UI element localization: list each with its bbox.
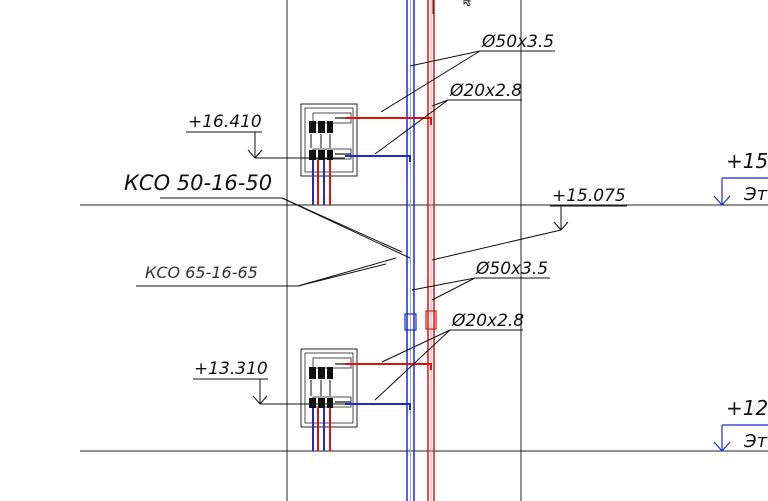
wall-lines [80,0,768,501]
mouse-cursor-icon [463,0,472,7]
label-pipe-mid-2: Ø20x2.8 [451,311,524,331]
label-elev-floor: +15.075 [552,186,626,206]
elevation-mark-floor [431,205,627,261]
elevation-mark-upper [186,131,345,159]
label-elev-upper: +16.410 [188,112,262,132]
level-marker-top [713,177,768,206]
leader-kso-secondary [136,257,397,287]
riser-return [404,0,417,501]
cabinet-upper [300,103,358,205]
branches-upper [345,117,432,162]
label-edge-elev-top: +15, [726,149,768,173]
label-kso-secondary: КСО 65-16-65 [145,263,258,282]
label-pipe-mid-1: Ø50x3.5 [475,259,548,279]
elevation-mark-lower [193,378,345,405]
branches-lower [345,363,432,410]
label-edge-floor-top: Эт [743,184,768,205]
leader-kso-main [160,197,411,259]
label-pipe-top-1: Ø50x3.5 [481,32,554,52]
leader-pipe-top [374,50,555,155]
leader-pipe-mid [374,277,550,401]
label-elev-lower: +13.310 [194,359,268,379]
level-marker-bottom [713,424,768,452]
label-kso-main: КСО 50-16-50 [124,171,272,195]
riser-supply [425,0,437,501]
cabinet-lower [300,348,358,451]
label-pipe-top-2: Ø20x2.8 [449,81,522,101]
label-edge-elev-bottom: +12, [726,396,768,420]
label-edge-floor-bottom: Эт [743,431,768,452]
